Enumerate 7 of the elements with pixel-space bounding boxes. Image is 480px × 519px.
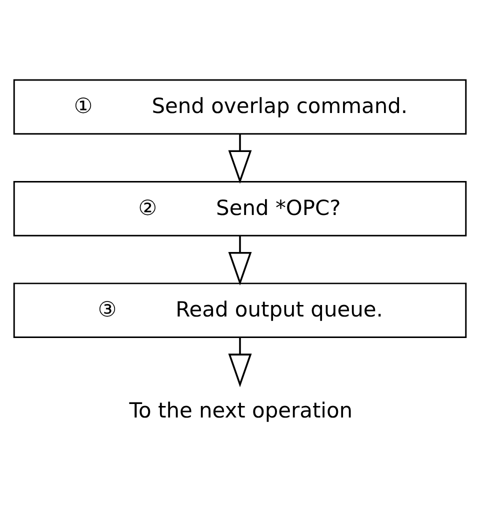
arrow	[228, 236, 252, 286]
node-text: To the next operation	[129, 398, 353, 423]
arrow	[228, 338, 252, 388]
node-box: ① Send overlap command.	[13, 79, 467, 135]
arrow	[228, 134, 252, 184]
node-box: ③ Read output queue.	[13, 282, 467, 338]
node-box: ② Send *OPC?	[13, 180, 467, 236]
